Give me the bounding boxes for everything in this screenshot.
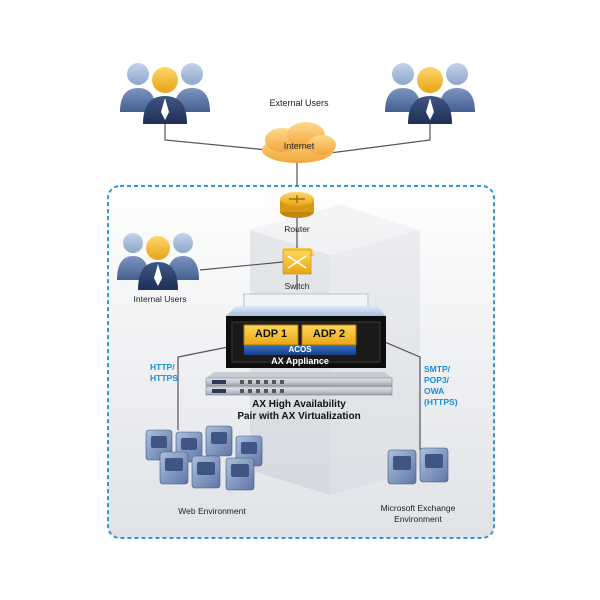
internal-users-icon [117, 233, 199, 290]
ha-label-line2: Pair with AX Virtualization [237, 411, 361, 422]
exchange-servers-icon [387, 447, 449, 485]
adp1-label: ADP 1 [254, 328, 288, 340]
router-icon [280, 192, 314, 218]
router-label: Router [284, 224, 310, 234]
acos-label: ACOS [288, 345, 312, 354]
ax-appliance-label: AX Appliance [271, 356, 329, 366]
exchange-label-line2: Environment [394, 514, 442, 524]
switch-label: Switch [284, 281, 310, 291]
smtp-label-line1: SMTP/ [424, 364, 450, 374]
http-label-line1: HTTP/ [150, 362, 175, 372]
internal-users-label: Internal Users [133, 294, 187, 304]
internet-label: Internet [283, 141, 315, 151]
web-servers-icon [145, 425, 263, 491]
smtp-label-line3: OWA [424, 386, 445, 396]
external-users-right-icon [385, 63, 475, 124]
switch-icon [282, 248, 315, 275]
smtp-label-line2: POP3/ [424, 375, 450, 385]
adp2-label: ADP 2 [312, 328, 346, 340]
ha-label-line1: AX High Availability [252, 399, 346, 410]
web-environment-label: Web Environment [178, 506, 246, 516]
acos-bar [244, 345, 356, 355]
internet-cloud-icon [262, 122, 336, 163]
connection-lines [164, 124, 431, 450]
appliance-hardware-icon [205, 372, 393, 396]
external-users-label: External Users [269, 98, 329, 108]
exchange-label-line1: Microsoft Exchange [380, 503, 456, 513]
http-label-line2: HTTPS [150, 373, 178, 383]
smtp-label-line4: (HTTPS) [424, 397, 458, 407]
external-users-left-icon [120, 63, 210, 124]
